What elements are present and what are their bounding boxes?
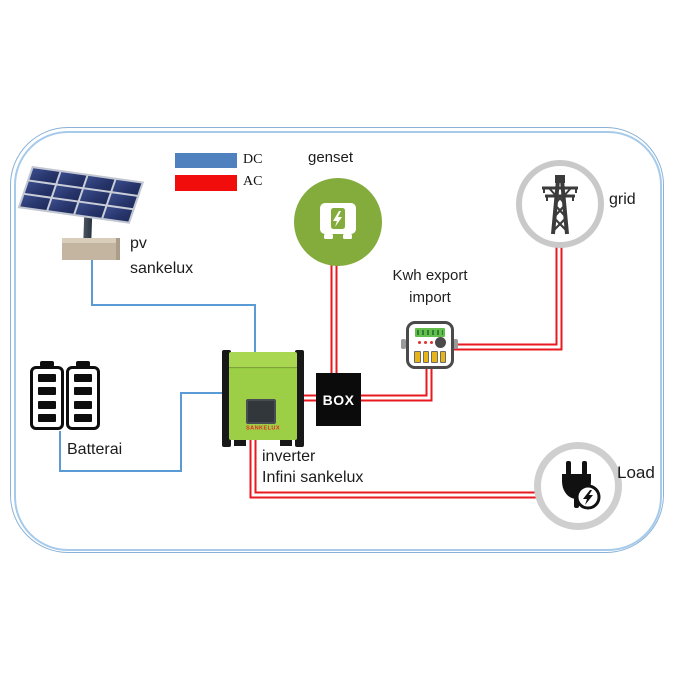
inverter-foot [280, 440, 292, 446]
load-label: Load [617, 463, 655, 482]
legend-ac-label: AC [243, 174, 263, 189]
solar-panel-base [62, 238, 120, 260]
legend-dc-swatch [175, 153, 237, 168]
meter-knob [435, 337, 446, 348]
battery-icon [30, 361, 64, 430]
meter-terminals [414, 351, 446, 363]
dc-line-battery-to-inverter [59, 392, 224, 472]
inverter-label: inverter Infini sankelux [262, 446, 363, 488]
inverter-left-fin [222, 350, 231, 447]
grid-node [516, 160, 604, 248]
legend-ac-swatch [175, 175, 237, 191]
battery-icon [66, 361, 100, 430]
dc-line-pv-to-inverter [91, 260, 256, 353]
legend-dc-label: DC [243, 152, 263, 167]
meter-display [415, 328, 445, 337]
inverter-brand-text: SANKELUX [245, 425, 280, 432]
box-label: BOX [322, 391, 355, 408]
meter-label-line2: import [409, 289, 451, 306]
generator-icon [320, 203, 356, 239]
meter-label-line1: Kwh export [392, 267, 468, 284]
inverter-icon [229, 352, 297, 440]
inverter-label-line1: inverter [262, 448, 316, 465]
pv-label-line1: pv [130, 235, 147, 252]
meter-ear [453, 339, 458, 349]
dc-lines [59, 260, 256, 472]
box-node: BOX [316, 373, 361, 426]
transmission-tower-icon [542, 175, 578, 235]
meter-ear [401, 339, 406, 349]
meter-label: Kwh export import [375, 265, 485, 309]
genset-label: genset [308, 149, 354, 166]
inverter-right-fin [295, 350, 304, 447]
diagram-frame-inner [14, 131, 662, 551]
genset-node [294, 178, 382, 266]
plug-icon [562, 461, 601, 510]
energy-meter-icon [406, 321, 454, 369]
grid-label: grid [609, 191, 636, 208]
pv-label-line2: sankelux [130, 260, 194, 277]
inverter-label-line2: Infini sankelux [262, 469, 364, 486]
diagram-frame-outer [10, 127, 664, 553]
pv-label: pv sankelux [130, 231, 193, 281]
inverter-screen [246, 399, 276, 424]
load-node [534, 442, 622, 530]
battery-label: Batterai [67, 441, 123, 458]
inverter-foot [234, 440, 246, 446]
